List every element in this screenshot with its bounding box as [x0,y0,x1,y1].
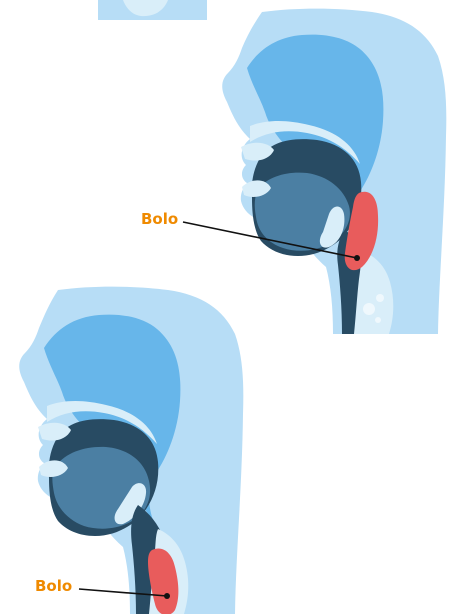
air-bubble-upper-3 [375,317,381,323]
leader-dot-upper [354,255,360,261]
bolus-label-upper: Bolo [141,210,178,228]
head-panel-lower: Bolo [19,287,243,614]
leader-dot-lower [164,593,170,599]
air-bubble-upper-1 [363,303,375,315]
air-bubble-upper-2 [376,294,384,302]
head-panel-upper: Bolo [141,9,446,334]
cropped-head-top [98,0,207,20]
bolus-label-lower: Bolo [35,577,72,595]
